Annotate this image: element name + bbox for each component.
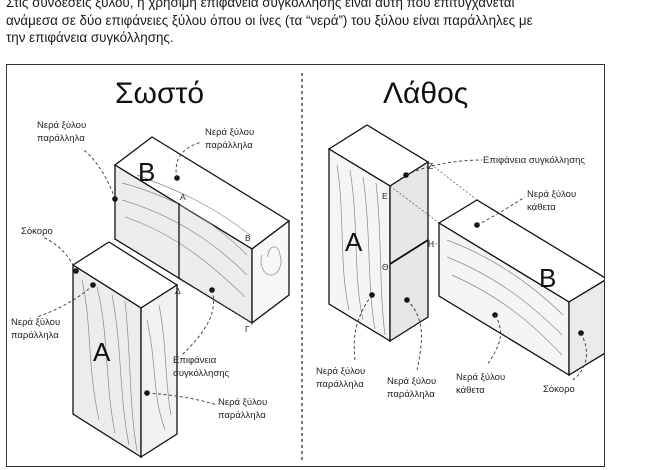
wrong-label-glue: Επιφάνεια συγκόλλησης [483,155,585,166]
correct-label-grain-2a: Νερά ξύλου [205,127,254,138]
point-theta: Θ [382,262,389,272]
point-alpha: Α [180,192,186,202]
wrong-letter-b: B [539,263,556,293]
wrong-callouts [353,159,587,381]
wrong-label-perp-1a: Νερά ξύλου [527,189,576,200]
point-gamma: Γ [245,324,250,334]
intro-line-3: την επιφάνεια συγκόλλησης. [6,30,174,45]
correct-label-grain-2b: παράλληλα [205,140,253,151]
wrong-label-perp-2a: Νερά ξύλου [456,372,505,383]
point-epsilon: Ε [382,191,388,201]
correct-label-grain-4b: παράλληλα [218,410,266,421]
point-delta: Δ [175,286,181,296]
correct-label-grain-1a: Νερά ξύλου [37,120,86,131]
correct-label-grain-3b: παράλληλα [11,330,59,341]
point-eta: Η [428,239,434,249]
intro-paragraph: Στις συνδέσεις ξύλου, η χρήσιμη επιφάνει… [6,0,646,47]
wrong-label-grain-2b: παράλληλα [387,389,435,400]
point-beta: Β [245,233,251,243]
correct-label-grain-3a: Νερά ξύλου [11,317,60,328]
diagram-frame: Σωστό B A Α Β Γ Δ Νερά ξύλου [6,64,605,467]
correct-callouts [36,141,218,406]
correct-title: Σωστό [115,77,204,110]
wrong-label-grain-2a: Νερά ξύλου [387,376,436,387]
wrong-label-perp-1b: κάθετα [527,202,556,213]
correct-label-glue-a: Επιφάνεια [173,355,217,366]
wrong-block-a [327,124,430,343]
correct-label-end-grain: Σόκορο [21,226,53,237]
correct-label-grain-1b: παράλληλα [37,133,85,144]
intro-line-2: ανάμεσα σε δύο επιφάνειες ξύλου όπου οι … [6,12,533,28]
wrong-letter-a: A [345,227,363,257]
wrong-label-end-grain: Σόκορο [543,384,575,395]
correct-block-b [113,136,291,325]
wrong-title: Λάθος [383,77,468,110]
correct-label-grain-4a: Νερά ξύλου [218,397,267,408]
wrong-label-perp-2b: κάθετα [456,385,485,396]
correct-block-a [71,241,179,459]
correct-letter-b: B [138,157,155,187]
wrong-label-grain-1b: παράλληλα [316,379,364,390]
wood-joint-diagram: Σωστό B A Α Β Γ Δ Νερά ξύλου [11,73,604,463]
correct-letter-a: A [93,337,111,367]
wrong-block-b [437,199,604,377]
intro-line-1: Στις συνδέσεις ξύλου, η χρήσιμη επιφάνει… [6,0,515,10]
point-zeta: Ζ [428,161,433,171]
correct-label-glue-b: συγκόλλησης [173,368,229,379]
wrong-label-grain-1a: Νερά ξύλου [316,366,365,377]
